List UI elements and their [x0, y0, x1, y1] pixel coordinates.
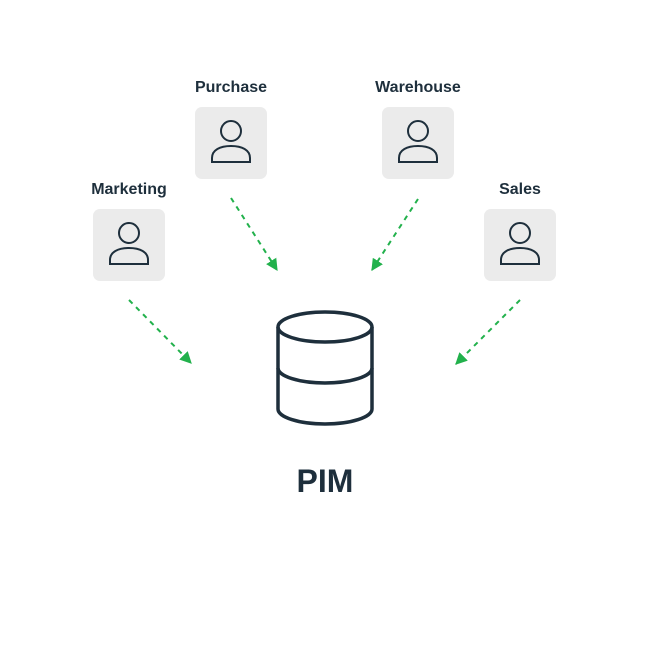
role-sales: Sales	[484, 181, 556, 281]
role-warehouse: Warehouse	[375, 79, 461, 179]
role-card-sales	[484, 209, 556, 281]
role-marketing: Marketing	[91, 181, 167, 281]
pim-label: PIM	[297, 463, 354, 499]
role-card-marketing	[93, 209, 165, 281]
role-label-marketing: Marketing	[91, 181, 167, 198]
arrows	[128, 197, 521, 365]
role-label-purchase: Purchase	[195, 79, 267, 96]
role-label-warehouse: Warehouse	[375, 79, 461, 96]
arrow-sales-to-pim	[455, 299, 521, 365]
role-label-sales: Sales	[499, 181, 541, 198]
role-purchase: Purchase	[195, 79, 267, 179]
arrow-purchase-to-pim	[230, 197, 278, 272]
arrow-marketing-to-pim	[128, 299, 192, 364]
role-card-warehouse	[382, 107, 454, 179]
arrow-warehouse-to-pim	[371, 198, 419, 272]
database-icon	[276, 310, 374, 426]
role-card-purchase	[195, 107, 267, 179]
